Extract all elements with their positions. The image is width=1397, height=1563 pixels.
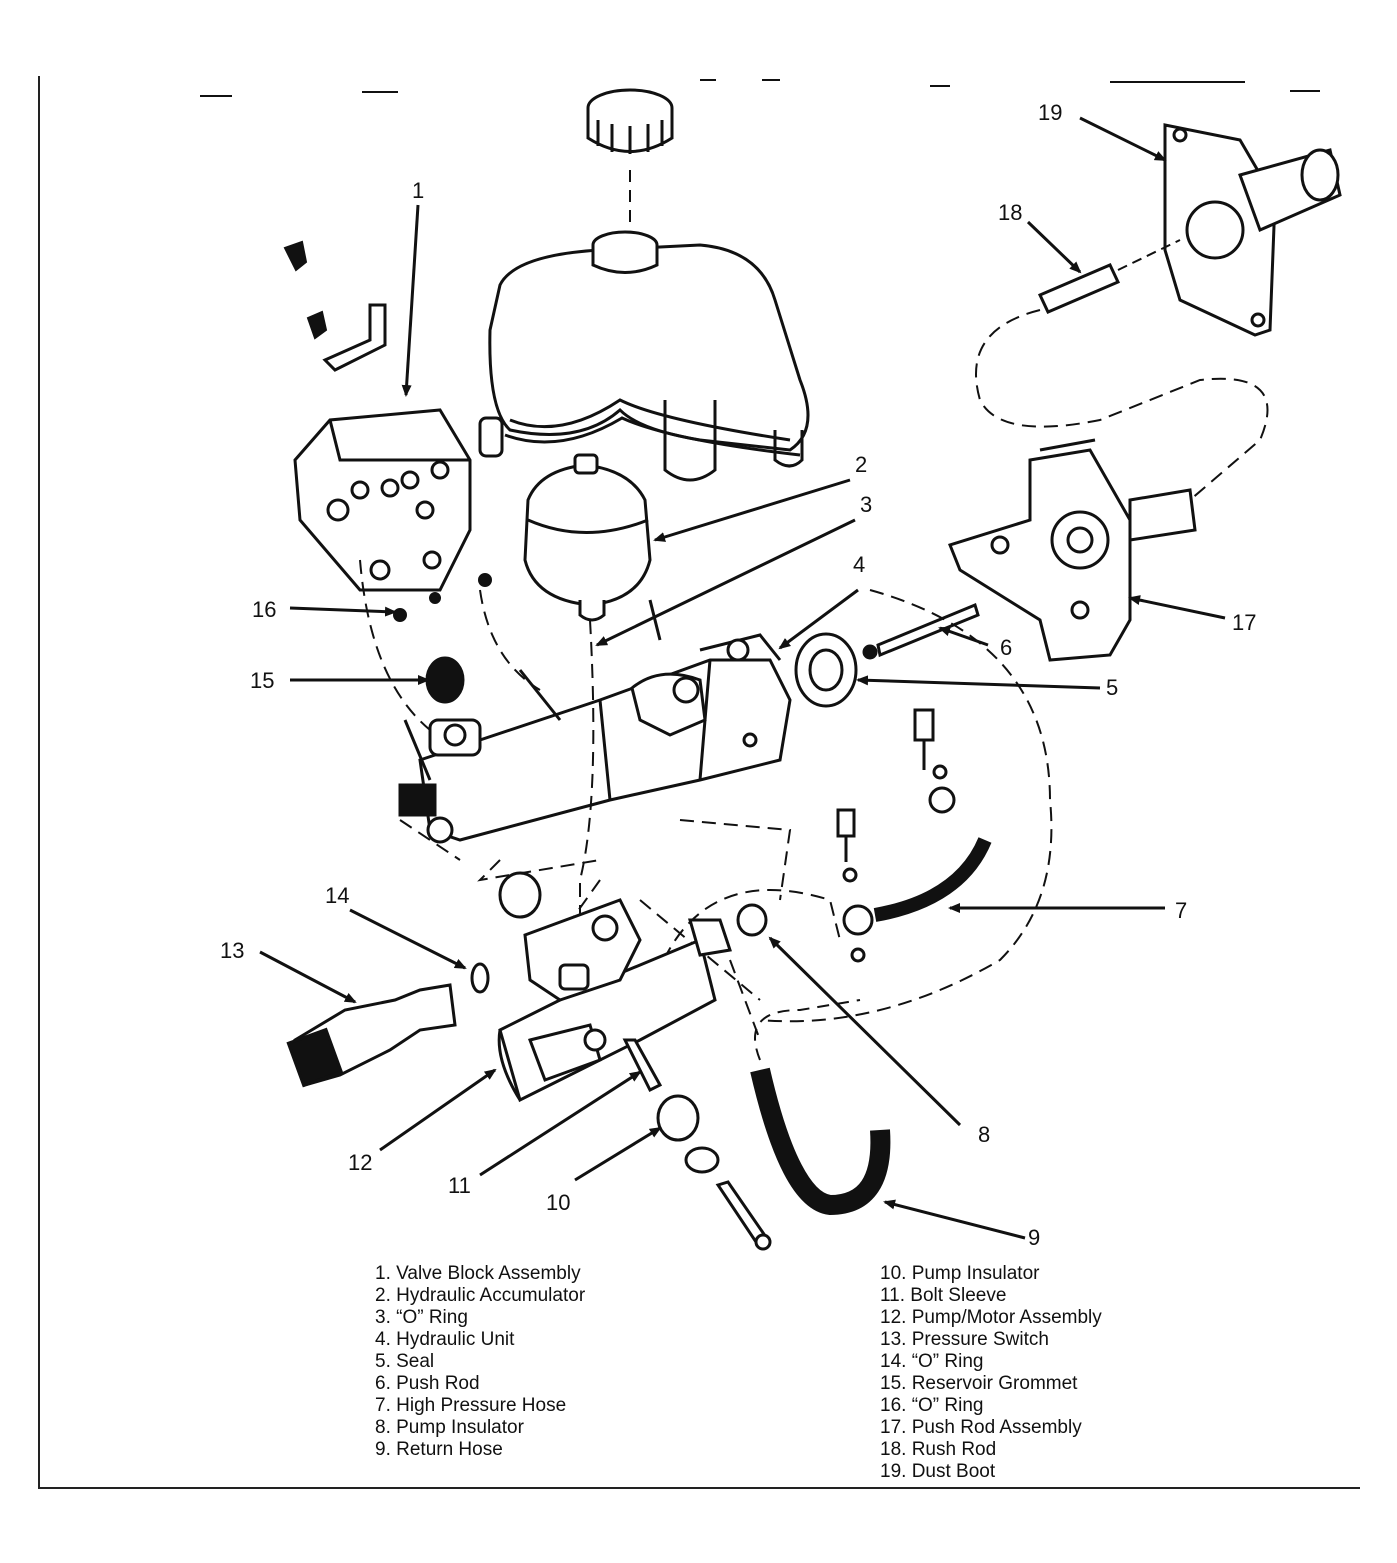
legend-item: 8. Pump Insulator: [375, 1417, 524, 1438]
return-hose: [750, 1067, 891, 1216]
pressure-switch: [286, 983, 457, 1088]
bolt-sleeve: [622, 1038, 663, 1093]
push-rod: [862, 602, 980, 660]
callout-9: 9: [1028, 1225, 1040, 1250]
legend-item: 6. Push Rod: [375, 1373, 480, 1394]
legend-item: 2. Hydraulic Accumulator: [375, 1285, 586, 1306]
callout-2: 2: [855, 452, 867, 477]
callout-13: 13: [220, 938, 244, 963]
callout-18: 18: [998, 200, 1022, 225]
callout-3: 3: [860, 492, 872, 517]
hydraulic-unit: [398, 633, 792, 844]
reservoir-cap: [586, 88, 674, 154]
callout-19: 19: [1038, 100, 1062, 125]
reservoir-grommet: [425, 656, 465, 704]
frame-left-border: [38, 76, 40, 1488]
seal: [794, 632, 858, 708]
bracket: [322, 303, 387, 372]
callout-7: 7: [1175, 898, 1187, 923]
o-ring-14: [470, 962, 490, 994]
legend-left-column: 1. Valve Block Assembly 2. Hydraulic Acc…: [375, 1263, 585, 1461]
legend-item: 14. “O” Ring: [880, 1351, 984, 1372]
legend-item: 13. Pressure Switch: [880, 1329, 1049, 1350]
legend-item: 3. “O” Ring: [375, 1307, 468, 1328]
callout-12: 12: [348, 1150, 372, 1175]
legend-item: 12. Pump/Motor Assembly: [880, 1307, 1102, 1328]
callout-6: 6: [1000, 635, 1012, 660]
high-pressure-hose: [842, 786, 992, 936]
legend-item: 4. Hydraulic Unit: [375, 1329, 515, 1350]
callout-1: 1: [412, 178, 424, 203]
push-rod-assembly: [948, 438, 1197, 662]
legend-item: 10. Pump Insulator: [880, 1263, 1040, 1284]
legend-item: 9. Return Hose: [375, 1439, 503, 1460]
callout-17: 17: [1232, 610, 1256, 635]
hydraulic-accumulator: [523, 453, 652, 622]
fluid-reservoir: [478, 230, 810, 482]
legend-item: 7. High Pressure Hose: [375, 1395, 567, 1416]
valve-block-assembly: [293, 408, 472, 592]
callout-15: 15: [250, 668, 274, 693]
leader-arrows: [259, 116, 1226, 1240]
legend-right-column: 10. Pump Insulator 11. Bolt Sleeve 12. P…: [880, 1263, 1102, 1483]
rush-rod: [1037, 263, 1121, 314]
callout-8: 8: [978, 1122, 990, 1147]
callout-10: 10: [546, 1190, 570, 1215]
frame-bottom-border: [38, 1487, 1360, 1489]
legend-item: 15. Reservoir Grommet: [880, 1373, 1078, 1394]
studs: [403, 599, 662, 781]
pump-bolt: [715, 1180, 772, 1251]
callout-11: 11: [448, 1173, 471, 1198]
legend-item: 5. Seal: [375, 1351, 435, 1372]
callout-14: 14: [325, 883, 349, 908]
legend-item: 18. Rush Rod: [880, 1439, 997, 1460]
hose-bolts: [836, 708, 948, 963]
callout-labels: 1 2 3 4 5 6 7 8 9 10 11 12 13 14 15 16 1…: [220, 100, 1256, 1250]
callout-16: 16: [252, 597, 276, 622]
legend-item: 16. “O” Ring: [880, 1395, 984, 1416]
pump-insulators: [498, 871, 768, 1174]
legend-item: 19. Dust Boot: [880, 1461, 996, 1482]
top-scan-marks: [200, 79, 1320, 97]
dust-boot: [1163, 123, 1342, 337]
pump-motor-assembly: [497, 898, 732, 1103]
legend-item: 11. Bolt Sleeve: [880, 1285, 1007, 1306]
callout-5: 5: [1106, 675, 1118, 700]
callout-4: 4: [853, 552, 865, 577]
legend-item: 1. Valve Block Assembly: [375, 1263, 581, 1284]
legend-item: 17. Push Rod Assembly: [880, 1417, 1082, 1438]
